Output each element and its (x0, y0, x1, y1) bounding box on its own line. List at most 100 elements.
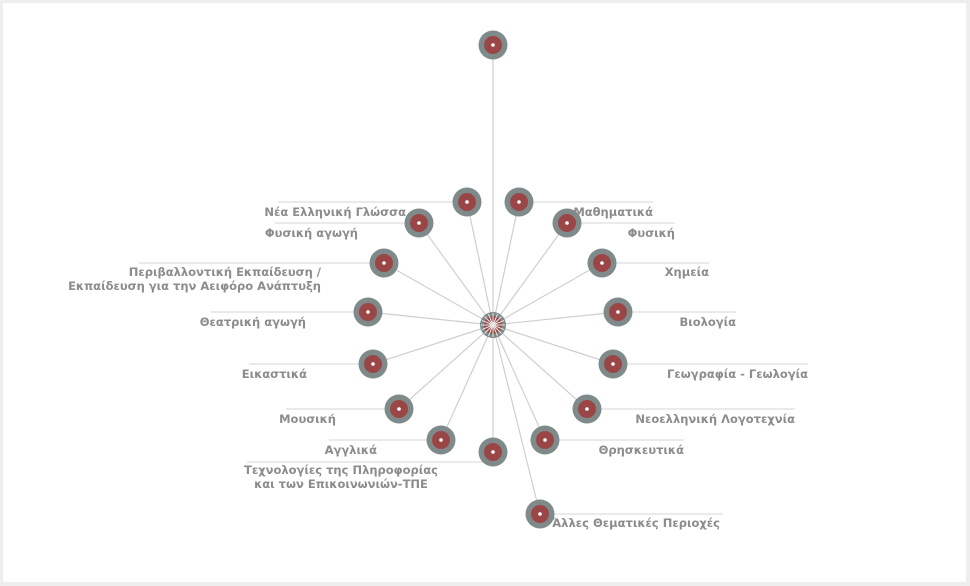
node-fysiki-agogi-dot (417, 221, 421, 225)
label-chimeia[interactable]: Χημεία (665, 265, 709, 279)
node-mathimatika-dot (517, 200, 521, 204)
label-line: Αγγλικά (325, 443, 377, 457)
node-alles-thematikes-dot (538, 512, 542, 516)
hub-ray (492, 319, 505, 326)
spoke-line-geografia-geologia (492, 324, 614, 365)
node-eikastika[interactable] (358, 349, 388, 379)
spoke-line-chimeia (492, 262, 603, 326)
label-line: Μαθηματικά (573, 205, 653, 219)
spoke-line-nea-elliniki-glossa (466, 201, 494, 326)
node-chimeia-dot (600, 261, 604, 265)
hub-ray (487, 313, 494, 326)
label-alles-thematikes[interactable]: Άλλες Θεματικές Περιοχές (552, 516, 720, 530)
hub-ray (484, 316, 494, 326)
hub-ray (484, 324, 494, 334)
label-line: Φυσική αγωγή (265, 226, 358, 240)
label-line: Τεχνολογίες της Πληροφορίας (244, 463, 438, 477)
label-mathimatika[interactable]: Μαθηματικά (573, 205, 653, 219)
node-fysiki-agogi[interactable] (404, 208, 434, 238)
label-fysiki[interactable]: Φυσική (628, 226, 675, 240)
label-line: Θεατρική αγωγή (200, 315, 306, 329)
node-agglika-dot (439, 438, 443, 442)
node-fysiki-dot (565, 221, 569, 225)
hub-ray (481, 324, 494, 331)
label-perivallontiki[interactable]: Περιβαλλοντική Εκπαίδευση /Εκπαίδευση γι… (68, 265, 322, 293)
hub-node[interactable] (480, 312, 506, 338)
label-line: Περιβαλλοντική Εκπαίδευση / (129, 265, 322, 279)
label-line: Εικαστικά (242, 367, 307, 381)
label-geografia-geologia[interactable]: Γεωγραφία - Γεωλογία (667, 367, 808, 381)
node-tpe[interactable] (478, 437, 508, 467)
node-mathimatika[interactable] (504, 187, 534, 217)
spoke-line-viologia (492, 311, 619, 326)
spoke-line-neoelliniki-logotechnia (492, 324, 588, 410)
spoke-line-agglika (440, 324, 494, 441)
node-viologia[interactable] (603, 297, 633, 327)
spoke-line-fysiki (492, 222, 568, 326)
label-line: Φυσική (628, 226, 675, 240)
node-thriskeftika-dot (543, 438, 547, 442)
spoke-line-mousiki (398, 324, 494, 410)
node-nea-elliniki-glossa-dot (465, 200, 469, 204)
label-line: Βιολογία (679, 315, 736, 329)
label-line: Νεοελληνική Λογοτεχνία (635, 412, 795, 426)
spoke-line-mathimatika (492, 201, 520, 326)
hub-ray (492, 324, 499, 337)
node-geografia-geologia-dot (611, 362, 615, 366)
label-thriskeftika[interactable]: Θρησκευτικά (599, 443, 684, 457)
node-eikastika-dot (371, 362, 375, 366)
hub-ray (492, 313, 499, 326)
spoke-line-theatriki-agogi (367, 311, 494, 326)
label-line: και των Επικοινωνιών-ΤΠΕ (254, 477, 428, 491)
node-viologia-dot (616, 310, 620, 314)
label-mousiki[interactable]: Μουσική (279, 412, 336, 426)
label-line: Άλλες Θεματικές Περιοχές (552, 516, 720, 530)
label-neoelliniki-logotechnia[interactable]: Νεοελληνική Λογοτεχνία (635, 412, 795, 426)
node-neoelliniki-logotechnia-dot (585, 407, 589, 411)
node-tpe-dot (491, 450, 495, 454)
label-theatriki-agogi[interactable]: Θεατρική αγωγή (200, 315, 306, 329)
spoke-line-thriskeftika (492, 324, 546, 441)
label-line: Θρησκευτικά (599, 443, 684, 457)
hub-ray (487, 324, 494, 337)
node-perivallontiki[interactable] (369, 248, 399, 278)
label-line: Νέα Ελληνική Γλώσσα (264, 205, 406, 219)
label-fysiki-agogi[interactable]: Φυσική αγωγή (265, 226, 358, 240)
node-theatriki-agogi[interactable] (353, 297, 383, 327)
label-agglika[interactable]: Αγγλικά (325, 443, 377, 457)
node-nea-elliniki-glossa[interactable] (452, 187, 482, 217)
node-agglika[interactable] (426, 425, 456, 455)
hub-ray (481, 319, 494, 326)
node-neoelliniki-logotechnia[interactable] (572, 394, 602, 424)
label-line: Χημεία (665, 265, 709, 279)
node-mousiki[interactable] (384, 394, 414, 424)
node-alles-thematikes[interactable] (525, 499, 555, 529)
label-underlines (139, 201, 808, 515)
hub-ray (492, 324, 502, 334)
hub-ray (492, 316, 502, 326)
node-fysiki[interactable] (552, 208, 582, 238)
label-nea-elliniki-glossa[interactable]: Νέα Ελληνική Γλώσσα (264, 205, 406, 219)
hub-ray (492, 324, 505, 331)
node-chimeia[interactable] (587, 248, 617, 278)
label-line: Γεωγραφία - Γεωλογία (667, 367, 808, 381)
spoke-lines (367, 45, 619, 515)
label-line: Μουσική (279, 412, 336, 426)
node-top[interactable] (478, 30, 508, 60)
spoke-line-perivallontiki (383, 262, 494, 326)
label-eikastika[interactable]: Εικαστικά (242, 367, 307, 381)
subject-nodes (353, 30, 633, 529)
node-geografia-geologia[interactable] (598, 349, 628, 379)
label-viologia[interactable]: Βιολογία (679, 315, 736, 329)
node-perivallontiki-dot (382, 261, 386, 265)
node-top-dot (491, 43, 495, 47)
node-thriskeftika[interactable] (530, 425, 560, 455)
spoke-line-fysiki-agogi (418, 222, 494, 326)
spoke-line-eikastika (372, 324, 494, 365)
node-theatriki-agogi-dot (366, 310, 370, 314)
hub-starburst[interactable] (480, 312, 506, 338)
